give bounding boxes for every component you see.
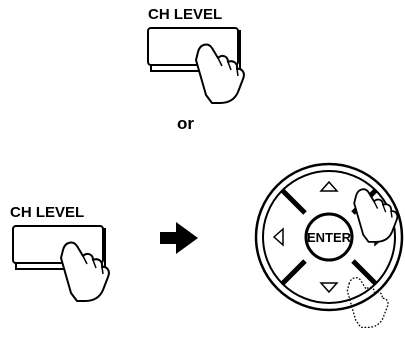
up-arrow-button[interactable] <box>319 180 339 192</box>
left-arrow-button[interactable] <box>272 227 284 247</box>
arrow-right-icon <box>160 222 198 254</box>
hand-outline-icon <box>346 277 389 328</box>
ch-level-label-bottom: CH LEVEL <box>10 204 85 221</box>
enter-label: ENTER <box>307 230 352 245</box>
enter-button[interactable]: ENTER <box>304 212 354 262</box>
or-separator: or <box>177 114 194 133</box>
down-arrow-button[interactable] <box>319 282 339 294</box>
ch-level-label-top: CH LEVEL <box>148 6 223 23</box>
